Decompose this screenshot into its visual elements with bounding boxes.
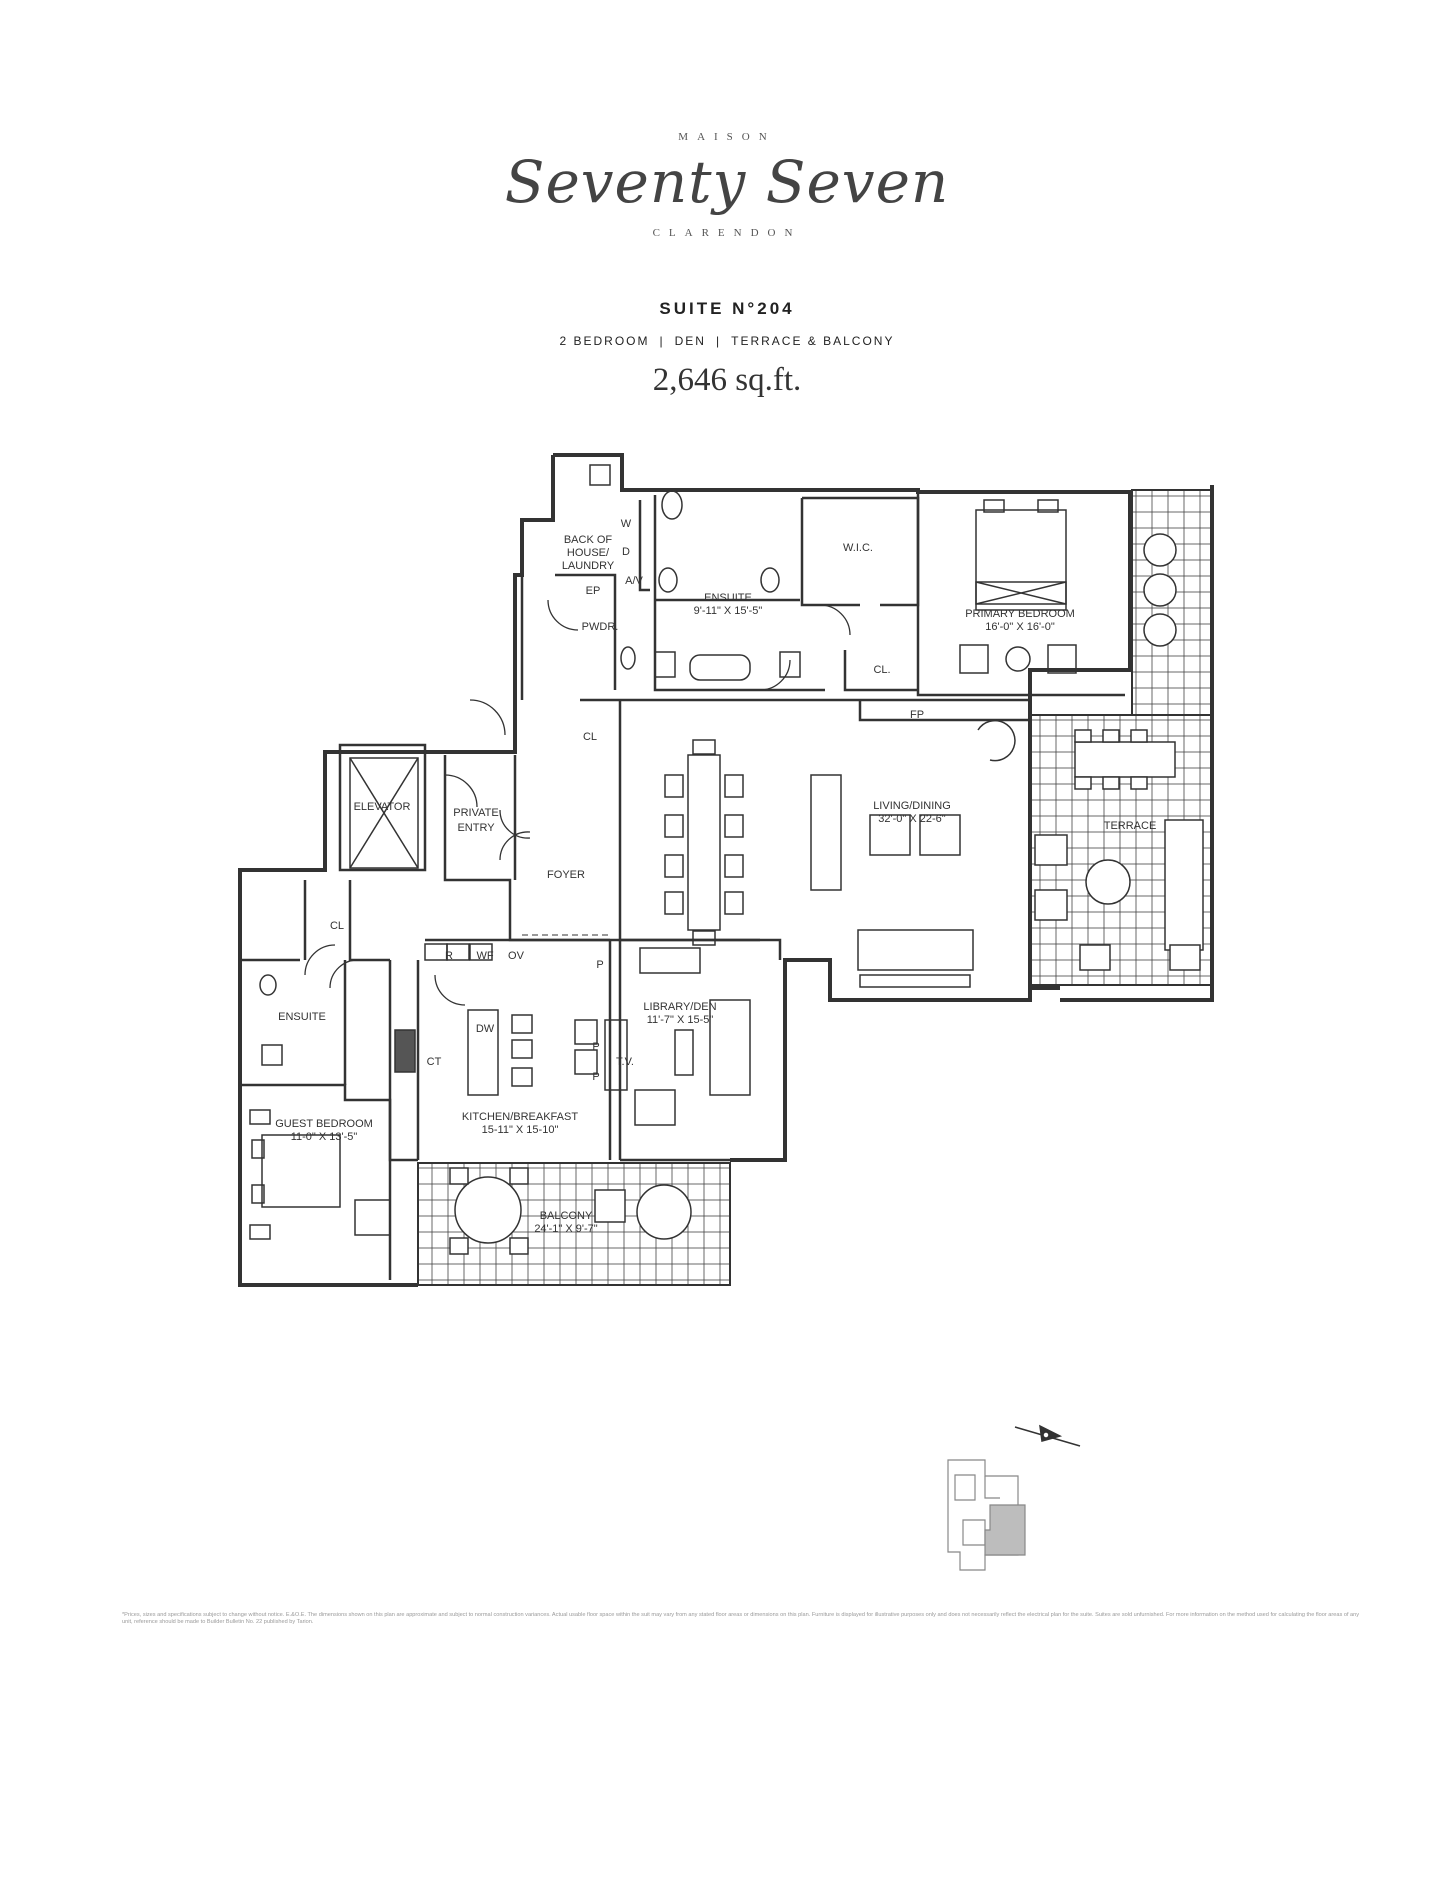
label-ensuite-main: ENSUITE <box>704 592 752 604</box>
label-tv: T.V. <box>616 1056 634 1068</box>
legal-disclaimer: *Prices, sizes and specifications subjec… <box>122 1612 1360 1625</box>
label-guest-bedroom: GUEST BEDROOM <box>275 1118 373 1130</box>
feature-bedroom: 2 BEDROOM <box>559 334 650 348</box>
suite-features: 2 BEDROOM | DEN | TERRACE & BALCONY <box>427 334 1027 348</box>
label-dryer: D <box>622 546 630 558</box>
label-pantry-2: P <box>592 1041 599 1053</box>
feature-den: DEN <box>674 334 706 348</box>
room-labels: BACK OF HOUSE/ LAUNDRY W D A/V EP PWDR. … <box>275 518 1156 1235</box>
label-balcony: BALCONY <box>540 1210 593 1222</box>
library-furniture <box>604 947 751 1126</box>
feature-divider: | <box>715 334 722 348</box>
label-kitchen: KITCHEN/BREAKFAST <box>462 1111 578 1123</box>
balcony-furniture <box>449 1167 692 1255</box>
interior-walls <box>240 490 1125 1280</box>
label-washer: W <box>621 518 632 530</box>
brand-top-text: MAISON <box>678 131 776 143</box>
label-library: LIBRARY/DEN <box>643 1001 716 1013</box>
label-closet-guest: CL <box>330 920 344 932</box>
keyplan-icon <box>947 1459 1026 1571</box>
label-wic: W.I.C. <box>843 542 873 554</box>
door-swings <box>304 599 851 1006</box>
label-ep: EP <box>586 585 601 597</box>
label-private-entry-2: ENTRY <box>457 822 495 834</box>
elevator-cab <box>349 757 419 869</box>
terrace-furniture <box>1034 533 1204 971</box>
feature-divider: | <box>659 334 665 348</box>
label-wall-freezer: WF <box>476 950 493 962</box>
label-closet-entry: CL <box>583 731 597 743</box>
brand-bottom-text: CLARENDON <box>652 227 802 239</box>
label-pantry-1: P <box>596 959 603 971</box>
label-fridge: R <box>445 950 453 962</box>
dining-set <box>664 739 744 946</box>
suite-area: 2,646 sq.ft. <box>652 362 802 398</box>
label-back-of-house-1: BACK OF <box>564 534 613 546</box>
label-living-dining: LIVING/DINING <box>873 800 951 812</box>
label-private-entry-1: PRIVATE <box>453 807 498 819</box>
guest-bed <box>249 1109 391 1240</box>
ensuite-fixtures <box>259 464 801 1066</box>
label-balcony-dim: 24'-1" X 9'-7" <box>534 1223 597 1235</box>
suite-title: SUITE N°204 <box>659 299 795 318</box>
label-elevator: ELEVATOR <box>354 801 411 813</box>
label-ensuite-guest: ENSUITE <box>278 1011 326 1023</box>
label-library-dim: 11'-7" X 15-5" <box>647 1014 714 1026</box>
label-oven: OV <box>508 950 525 962</box>
label-kitchen-dim: 15-11" X 15-10" <box>482 1124 559 1136</box>
label-countertop: CT <box>427 1056 442 1068</box>
label-living-dining-dim: 32'-0" X 22-6" <box>878 813 945 825</box>
label-guest-bedroom-dim: 11-0" X 13'-5" <box>291 1131 358 1143</box>
north-arrow-icon <box>1014 1424 1081 1447</box>
label-foyer: FOYER <box>547 869 585 881</box>
brand-script-logo: Seventy Seven <box>504 148 950 216</box>
label-av: A/V <box>625 575 643 587</box>
kitchen-island <box>394 943 598 1096</box>
label-ensuite-main-dim: 9'-11" X 15'-5" <box>694 605 763 617</box>
label-primary-bedroom: PRIMARY BEDROOM <box>965 608 1075 620</box>
label-back-of-house-3: LAUNDRY <box>562 560 615 572</box>
label-pantry-3: P <box>592 1071 599 1083</box>
feature-outdoor: TERRACE & BALCONY <box>731 334 895 348</box>
label-fireplace: FP <box>910 709 924 721</box>
label-closet-primary: CL. <box>873 664 890 676</box>
primary-bed <box>959 499 1077 674</box>
label-back-of-house-2: HOUSE/ <box>567 547 610 559</box>
label-dishwasher: DW <box>476 1023 495 1035</box>
label-primary-bedroom-dim: 16'-0" X 16'-0" <box>985 621 1055 633</box>
label-pwdr: PWDR. <box>582 621 619 633</box>
dashed-openings <box>424 720 621 936</box>
label-terrace: TERRACE <box>1104 820 1157 832</box>
living-sofa-set <box>810 719 1016 988</box>
